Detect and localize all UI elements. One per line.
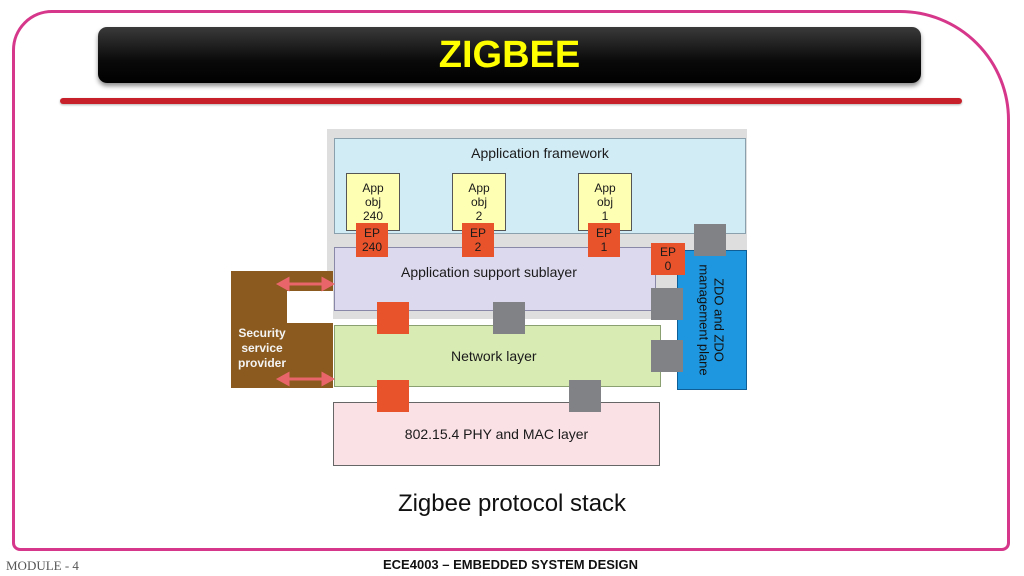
application-framework-label: Application framework bbox=[471, 145, 609, 161]
security-label-line: service bbox=[241, 340, 283, 355]
endpoint-240: EP 240 bbox=[356, 223, 388, 257]
endpoint-2: EP 2 bbox=[462, 223, 494, 257]
endpoint-line: EP bbox=[363, 226, 380, 240]
app-object-240: App obj 240 bbox=[346, 173, 400, 231]
endpoint-line: 240 bbox=[361, 240, 383, 254]
footer-course: ECE4003 – EMBEDDED SYSTEM DESIGN bbox=[383, 557, 639, 572]
sap-connector bbox=[569, 380, 601, 412]
security-notch bbox=[287, 291, 333, 323]
app-object-line: obj bbox=[364, 195, 381, 209]
application-support-sublayer: Application support sublayer bbox=[334, 247, 656, 311]
endpoint-line: EP bbox=[659, 245, 676, 259]
app-object-line: App bbox=[594, 181, 616, 195]
sap-connector bbox=[651, 340, 683, 372]
arrow-head-icon bbox=[321, 371, 336, 387]
endpoint-line: 2 bbox=[474, 240, 482, 254]
endpoint-0: EP 0 bbox=[651, 243, 685, 275]
phy-mac-label: 802.15.4 PHY and MAC layer bbox=[404, 426, 589, 442]
title-bar: ZIGBEE bbox=[98, 27, 921, 83]
sap-connector-red bbox=[377, 302, 409, 334]
app-object-line: 240 bbox=[362, 209, 384, 223]
application-framework: Application framework bbox=[334, 138, 746, 234]
security-service-provider bbox=[231, 271, 333, 388]
sap-connector bbox=[651, 288, 683, 320]
arrow-head-icon bbox=[321, 276, 336, 292]
endpoint-line: EP bbox=[595, 226, 612, 240]
zdo-management-plane: ZDO and ZDO management plane bbox=[677, 250, 747, 390]
aps-label: Application support sublayer bbox=[401, 264, 577, 280]
footer-module: MODULE - 4 bbox=[6, 558, 79, 573]
title-underline bbox=[60, 98, 962, 104]
endpoint-1: EP 1 bbox=[588, 223, 620, 257]
security-label: Security service provider bbox=[232, 322, 292, 374]
app-object-line: 1 bbox=[601, 209, 609, 223]
sap-connector bbox=[493, 302, 525, 334]
arrow-head-icon bbox=[275, 371, 290, 387]
slide-title: ZIGBEE bbox=[438, 33, 581, 76]
phy-mac-layer: 802.15.4 PHY and MAC layer bbox=[333, 402, 660, 466]
endpoint-line: 0 bbox=[664, 259, 672, 273]
app-object-line: App bbox=[468, 181, 490, 195]
network-layer-label: Network layer bbox=[451, 348, 537, 364]
diagram-caption: Zigbee protocol stack bbox=[397, 490, 627, 517]
app-object-line: 2 bbox=[475, 209, 483, 223]
network-layer: Network layer bbox=[334, 325, 661, 387]
sap-connector bbox=[694, 224, 726, 256]
app-object-line: obj bbox=[596, 195, 613, 209]
app-object-line: App bbox=[362, 181, 384, 195]
security-label-line: Security bbox=[238, 325, 286, 340]
app-object-2: App obj 2 bbox=[452, 173, 506, 231]
app-object-line: obj bbox=[470, 195, 487, 209]
sap-connector-red bbox=[377, 380, 409, 412]
security-label-line: provider bbox=[237, 355, 286, 370]
endpoint-line: 1 bbox=[600, 240, 608, 254]
arrow-head-icon bbox=[275, 276, 290, 292]
endpoint-line: EP bbox=[469, 226, 486, 240]
